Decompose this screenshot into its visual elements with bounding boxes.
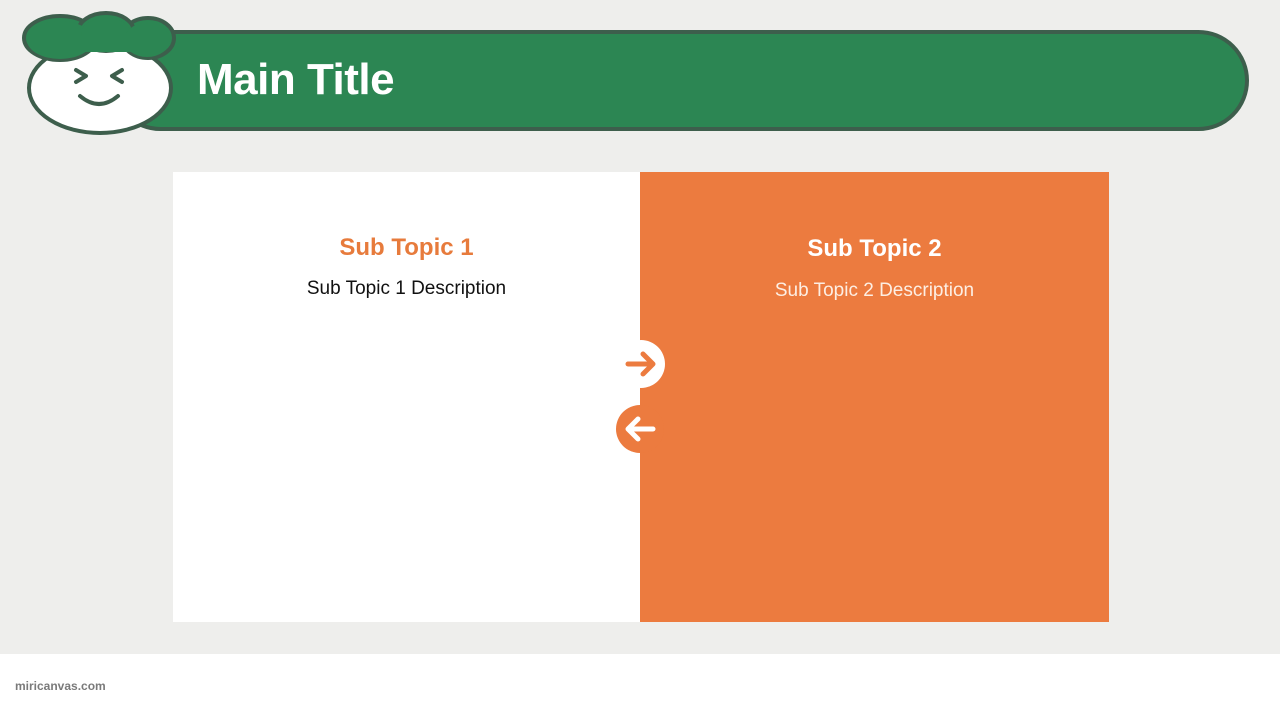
sub-topic-2-title: Sub Topic 2: [807, 235, 942, 262]
arrow-left-icon: [616, 405, 664, 453]
arrow-right-icon: [617, 340, 665, 388]
sub-topic-1-card: Sub Topic 1 Sub Topic 1 Description: [173, 172, 640, 622]
mascot-icon: [22, 11, 176, 135]
footer: miricanvas.com: [0, 654, 1280, 720]
sub-topic-1-title: Sub Topic 1: [339, 234, 474, 261]
page-title: Main Title: [197, 55, 395, 104]
sub-topic-1-description: Sub Topic 1 Description: [306, 278, 507, 299]
sub-topic-2-card: Sub Topic 2 Sub Topic 2 Description: [640, 172, 1109, 622]
footer-brand-text: miricanvas.com: [15, 679, 106, 693]
title-banner: [110, 30, 1249, 131]
sub-topic-2-description: Sub Topic 2 Description: [774, 280, 975, 301]
